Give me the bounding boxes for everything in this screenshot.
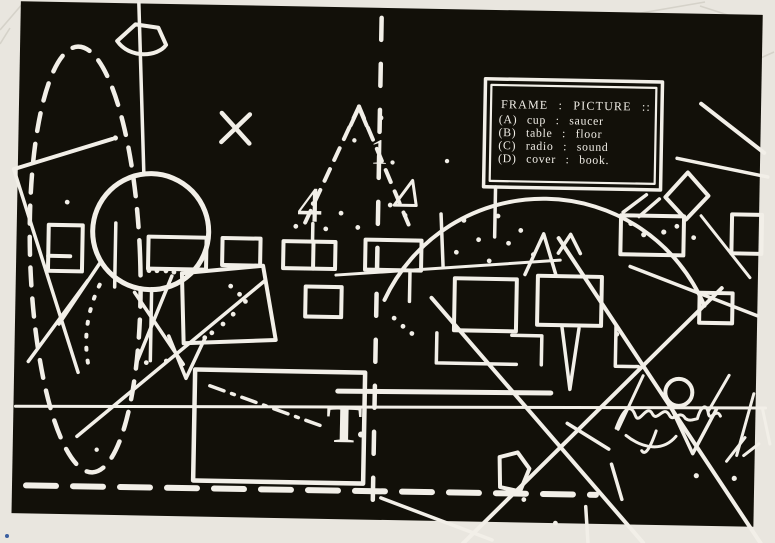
circle-left-diagonal [57,260,102,326]
panel-option-c: (C) radio : sound [498,138,608,154]
bottom-dashed-line [23,482,599,498]
v-notch-left [167,334,207,381]
thin-rising-line [334,258,562,277]
analogy-panel: FRAME : PICTURE :: (A) cup : saucer (B) … [481,77,665,192]
glyph-four: 4 [297,176,323,232]
glyph-t: T [326,394,363,455]
ink-speck [5,534,9,538]
long-horizontal-line [13,404,768,410]
line-end-dot [112,135,118,141]
large-circle [90,171,212,293]
glyph-one: 1. [370,132,398,172]
photo-emulsion: FRAME : PICTURE :: (A) cup : saucer (B) … [11,1,772,543]
panel-inner-border [488,83,658,185]
x-mark [219,110,253,146]
v-notch-right [668,404,719,456]
top-vertical-line [137,1,146,174]
t-rect-border [190,367,368,486]
bottom-pentagon [497,450,532,494]
panel-option-d: (D) cover : book. [498,151,609,167]
band-brackets [112,192,662,392]
artist-signature [614,373,772,457]
dashed-triangle [301,104,412,230]
dotted-arc [84,282,102,367]
stipple-dots [64,115,737,526]
black-field [11,1,763,527]
panel-drop-line [492,185,498,239]
rectangle-row [45,170,765,346]
dashed-orbit-ellipse [27,44,143,475]
t-period-dot [357,431,364,438]
pentagon-cap [115,22,169,57]
panel-outer-border [481,77,665,192]
small-circle [663,376,695,408]
t-rectangle: T [190,367,368,486]
panel-option-b: (B) table : floor [498,125,602,141]
small-triangle-glyph [392,178,418,208]
diagonal-lines [75,101,770,543]
panel-title: FRAME : PICTURE :: [501,97,651,114]
panel-option-a: (A) cup : saucer [499,112,604,128]
left-rising-line [11,136,115,172]
